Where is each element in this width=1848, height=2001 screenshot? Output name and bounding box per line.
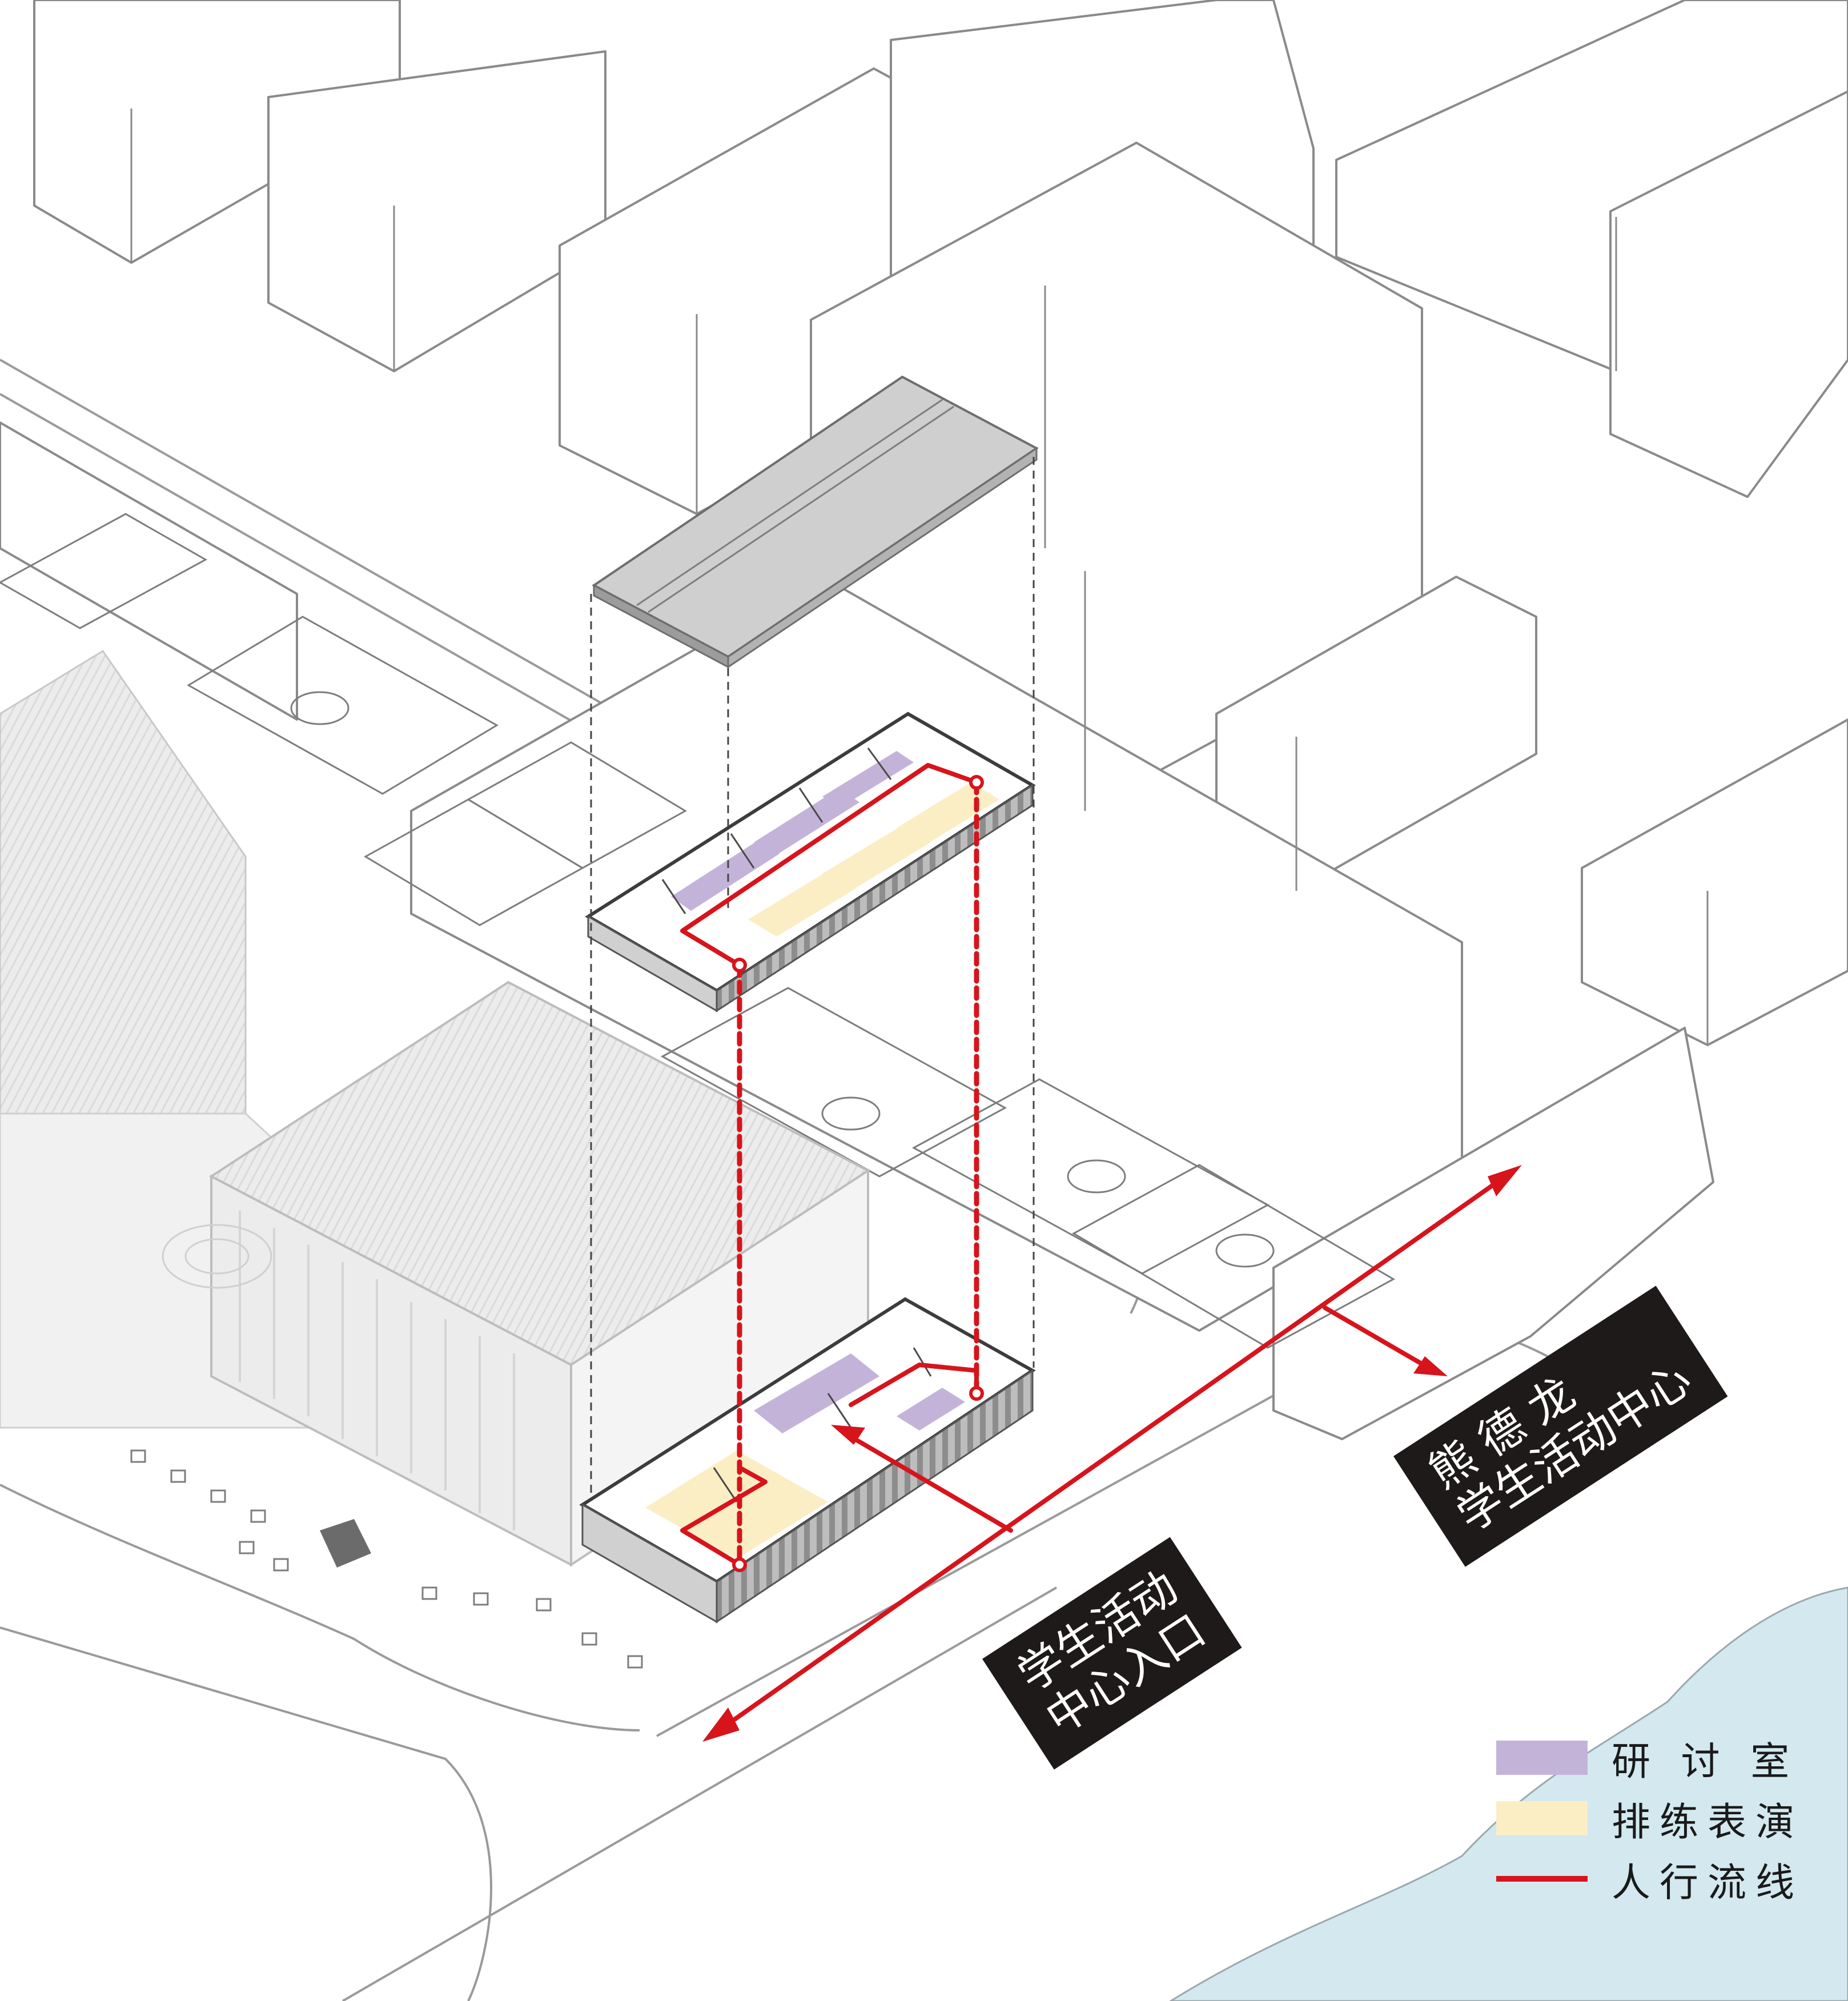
ground-floor-plan xyxy=(579,1297,1036,1624)
flow-line-swatch xyxy=(1496,1876,1588,1882)
sports-courts xyxy=(0,513,1396,1349)
plaza-seating xyxy=(130,1449,643,1669)
rehearsal-swatch xyxy=(1496,1801,1588,1835)
legend: 研 讨 室 排练表演 人行流线 xyxy=(1496,1727,1803,1909)
legend-label-seminar: 研 讨 室 xyxy=(1612,1739,1799,1785)
building-edges xyxy=(130,109,1709,1045)
explode-guides xyxy=(590,457,1035,1496)
legend-label-flow: 人行流线 xyxy=(1612,1860,1804,1906)
flow-nodes xyxy=(732,775,984,1572)
legend-item-seminar: 研 讨 室 xyxy=(1496,1727,1803,1788)
legend-label-rehearsal: 排练表演 xyxy=(1612,1799,1804,1845)
seminar-swatch xyxy=(1496,1741,1588,1775)
flow-arrowheads xyxy=(702,1165,1522,1742)
exploded-roof xyxy=(592,375,1039,669)
background-buildings xyxy=(0,0,1848,1440)
water-area xyxy=(1169,1586,1848,2001)
legend-item-flow: 人行流线 xyxy=(1496,1849,1803,1909)
pedestrian-flow xyxy=(680,763,1516,1738)
legend-item-rehearsal: 排练表演 xyxy=(1496,1788,1803,1849)
